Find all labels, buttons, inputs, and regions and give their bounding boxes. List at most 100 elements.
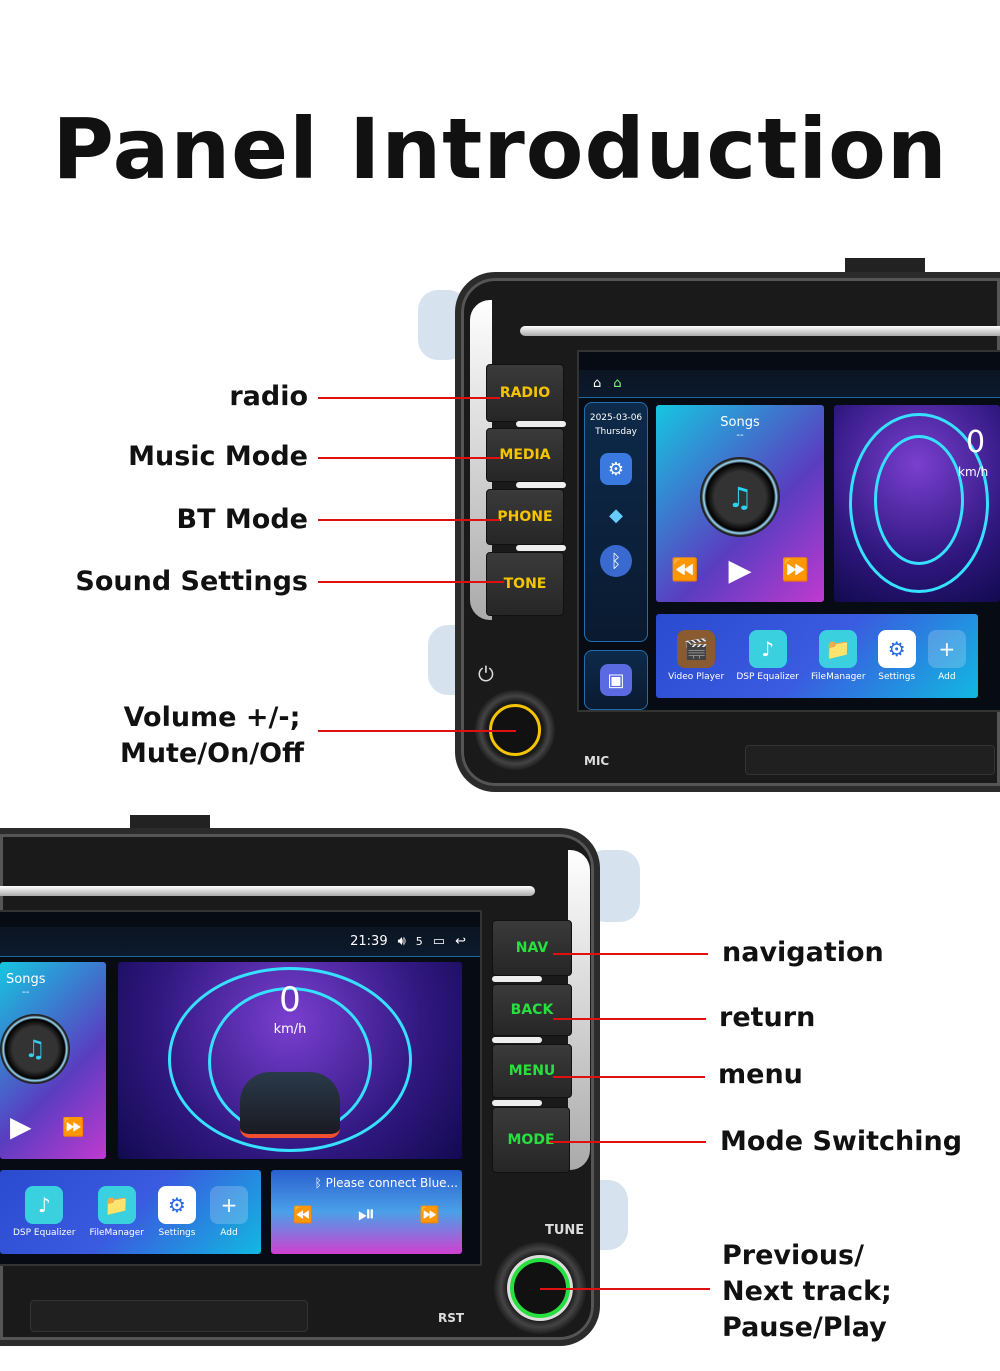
songs-widget[interactable]: Songs -- ♫ ⏪ ▶ ⏩ [656, 405, 824, 602]
songs-title: Songs [720, 415, 760, 430]
chrome-strip [0, 886, 535, 896]
status-bar: ⌂⌂ [579, 370, 1000, 398]
phone-button[interactable]: PHONE [486, 489, 564, 545]
mode-button[interactable]: MODE [492, 1107, 570, 1173]
songs-title: Songs [6, 972, 46, 987]
app-label: Add [220, 1228, 238, 1238]
callout-navigation: navigation [722, 937, 884, 968]
speed-unit: km/h [273, 1022, 307, 1037]
callout-volume-line1: Volume +/-; [123, 702, 301, 733]
gear-icon: ⚙ [877, 630, 916, 668]
apps-cube-icon: ▣ [600, 664, 632, 696]
nav-button[interactable]: NAV [492, 920, 572, 976]
app-settings[interactable]: ⚙Settings [157, 1186, 196, 1238]
app-dock: 🎬 Video Player ♪DSP Equalizer 📁FileManage… [656, 614, 978, 698]
settings-cube-icon[interactable]: ⚙ [600, 453, 632, 485]
callout-volume-line2: Mute/On/Off [119, 738, 304, 769]
app-label: FileManager [89, 1228, 144, 1238]
volume-icon[interactable]: 🔊︎ [397, 934, 406, 949]
songs-subtitle: -- [736, 430, 744, 441]
media-button[interactable]: MEDIA [486, 428, 564, 482]
back-arrow-icon[interactable]: ↩ [455, 934, 466, 949]
play-pause-icon[interactable]: ⏯ [357, 1202, 376, 1227]
callout-line [318, 457, 500, 459]
chrome-strip [568, 850, 590, 1170]
card-slot [745, 745, 995, 775]
speed-widget[interactable]: 0 km/h [118, 962, 462, 1159]
folder-icon: 📁 [97, 1186, 136, 1224]
speed-value: 0 [279, 980, 301, 1020]
video-clapper-icon: 🎬 [677, 630, 716, 668]
bluetooth-music-widget[interactable]: ᛒ Please connect Blue... ⏪⏯⏩ [271, 1170, 462, 1254]
status-bar: 21:39 🔊︎ 5 ▭ ↩ [0, 927, 480, 957]
callout-line [550, 1141, 706, 1143]
house-app-icon[interactable]: ⌂ [613, 376, 622, 391]
speed-unit: km/h [958, 465, 989, 479]
diamond-icon[interactable]: ◆ [609, 504, 623, 526]
callout-line [318, 397, 500, 399]
fast-forward-icon[interactable]: ⏩ [419, 1205, 440, 1224]
back-button[interactable]: BACK [492, 984, 572, 1036]
songs-widget[interactable]: Songs -- ♫ ▶ ⏩ [0, 962, 106, 1159]
callout-sound-settings: Sound Settings [75, 566, 308, 597]
app-add[interactable]: + Add [209, 1186, 248, 1238]
rst-label: RST [438, 1311, 465, 1325]
app-settings[interactable]: ⚙Settings [877, 630, 916, 682]
rewind-icon[interactable]: ⏪ [293, 1205, 314, 1224]
rewind-icon[interactable]: ⏪ [671, 558, 699, 583]
app-add[interactable]: +Add [927, 630, 966, 682]
app-dsp-equalizer[interactable]: ♪DSP Equalizer [13, 1186, 76, 1238]
songs-subtitle: -- [22, 987, 30, 998]
callout-line [553, 953, 708, 955]
app-video-player[interactable]: 🎬 Video Player [668, 630, 724, 682]
speed-widget[interactable]: 0 km/h [834, 405, 1000, 602]
app-filemanager[interactable]: 📁FileManager [811, 630, 866, 682]
callout-line [318, 730, 516, 732]
callout-line [318, 519, 500, 521]
home-outline-icon[interactable]: ⌂ [593, 376, 602, 391]
speed-value: 0 [966, 425, 986, 460]
recent-apps-icon[interactable]: ▭ [432, 934, 446, 949]
page-title: Panel Introduction [52, 100, 948, 198]
plus-icon: + [927, 630, 966, 668]
car-image [240, 1072, 340, 1138]
app-filemanager[interactable]: 📁 FileManager [89, 1186, 144, 1238]
callout-track-line1: Previous/ [722, 1240, 864, 1271]
plus-icon: + [209, 1186, 248, 1224]
play-icon[interactable]: ▶ [10, 1110, 32, 1143]
callout-radio: radio [229, 381, 308, 412]
playback-controls: ⏪ ⏯ ⏩ [271, 1202, 462, 1227]
folder-icon: 📁 [819, 630, 858, 668]
fast-forward-icon[interactable]: ⏩ [781, 558, 809, 583]
divider [492, 1100, 542, 1106]
clock: 21:39 [350, 934, 388, 949]
callout-return: return [719, 1002, 816, 1033]
callout-menu: menu [718, 1059, 803, 1090]
music-note-icon: ♫ [0, 1014, 70, 1084]
mic-label: MIC [584, 754, 610, 768]
tone-button[interactable]: TONE [486, 552, 564, 616]
callout-line [540, 1288, 710, 1290]
bluetooth-icon: ᛒ [314, 1176, 326, 1190]
menu-button[interactable]: MENU [492, 1044, 572, 1098]
equalizer-icon: ♪ [25, 1186, 64, 1224]
radio-button[interactable]: RADIO [486, 364, 564, 422]
fast-forward-icon[interactable]: ⏩ [62, 1117, 85, 1138]
app-dock: ♪DSP Equalizer 📁 FileManager ⚙Settings + A… [0, 1170, 261, 1254]
bluetooth-icon[interactable]: ᛒ [600, 545, 632, 577]
equalizer-icon: ♪ [748, 630, 787, 668]
callout-volume: Volume +/-; Mute/On/Off [120, 700, 304, 772]
play-icon[interactable]: ▶ [728, 553, 752, 588]
callout-track-line2: Next track; [722, 1276, 892, 1307]
gear-icon: ⚙ [157, 1186, 196, 1224]
chrome-strip [520, 326, 1000, 336]
app-label: Video Player [668, 672, 725, 682]
divider [492, 1037, 542, 1043]
divider [516, 421, 566, 427]
app-dsp-equalizer[interactable]: ♪DSP Equalizer [736, 630, 799, 682]
playback-controls: ⏪ ▶ ⏩ [656, 553, 824, 588]
music-note-icon: ♫ [700, 457, 780, 537]
apps-cube-button[interactable]: ▣ [584, 650, 648, 710]
callout-music-mode: Music Mode [128, 441, 308, 472]
